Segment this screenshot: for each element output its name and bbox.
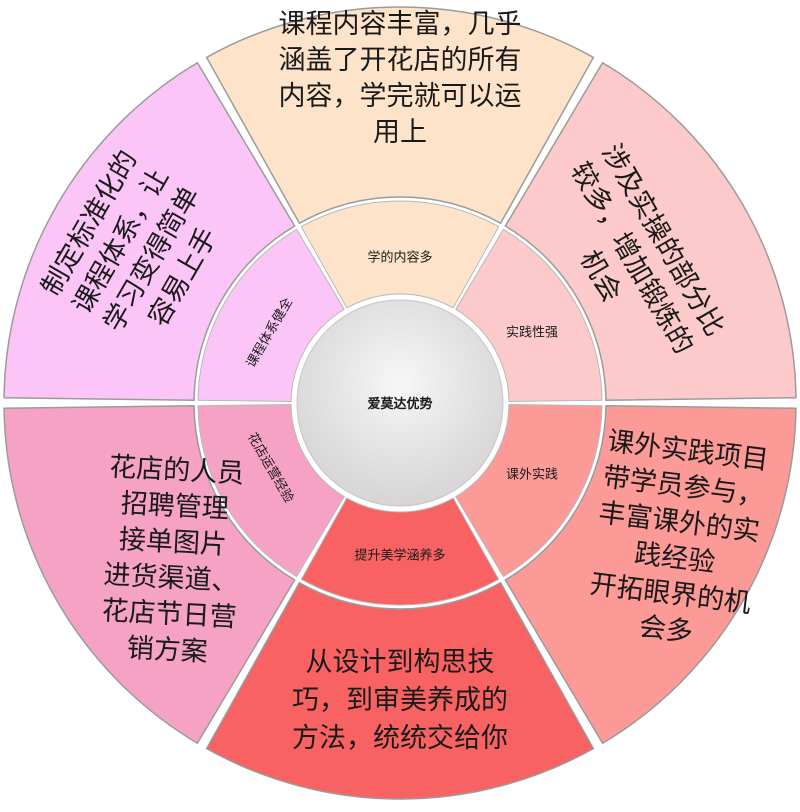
outer-segment-lower-left (3, 404, 296, 745)
outer-text-lower-left: 花店的人员招聘管理接单图片进货渠道、花店节日营销方案 (99, 452, 245, 670)
outer-text-line: 用上 (373, 117, 427, 148)
outer-text-line: 进货渠道、 (103, 559, 239, 597)
outer-text-line: 会多 (637, 611, 694, 648)
outer-text-top: 课程内容丰富，几乎涵盖了开花店的所有内容，学完就可以运用上 (279, 9, 522, 148)
inner-segment-bottom (300, 497, 500, 606)
inner-label-bottom: 提升美学涵养多 (354, 548, 445, 564)
outer-segment-lower-right (504, 404, 797, 745)
outer-text-line: 课程内容丰富，几乎 (279, 9, 522, 40)
outer-segment-upper-left (3, 61, 296, 402)
outer-text-line: 花店节日营 (101, 595, 237, 633)
outer-text-line: 花店的人员 (108, 452, 244, 490)
center-disc (296, 299, 504, 507)
outer-segment-upper-right (504, 61, 797, 402)
outer-text-line: 内容，学完就可以运 (279, 81, 522, 112)
inner-segment-top (300, 200, 500, 309)
inner-label-lower-right: 课外实践 (506, 468, 558, 483)
outer-text-line: 招聘管理 (120, 488, 229, 525)
inner-segment-lower-left (197, 403, 345, 578)
outer-text-line: 巧，到审美养成的 (292, 685, 508, 716)
outer-segment-top (205, 6, 595, 225)
outer-text-line: 接单图片 (118, 524, 227, 561)
outer-segment-bottom (205, 581, 595, 800)
inner-segment-lower-right (455, 403, 603, 578)
inner-segment-upper-left (197, 228, 345, 403)
inner-label-upper-right: 实践性强 (506, 326, 558, 341)
outer-text-line: 销方案 (126, 633, 209, 668)
center-label: 爱莫达优势 (367, 396, 432, 412)
outer-text-line: 方法，统统交给你 (292, 723, 508, 754)
inner-label-top: 学的内容多 (367, 250, 432, 266)
inner-segment-upper-right (455, 228, 603, 403)
outer-text-line: 从设计到构思技 (306, 647, 495, 678)
outer-text-bottom: 从设计到构思技巧，到审美养成的方法，统统交给你 (292, 647, 508, 754)
outer-text-line: 涵盖了开花店的所有 (279, 45, 522, 76)
